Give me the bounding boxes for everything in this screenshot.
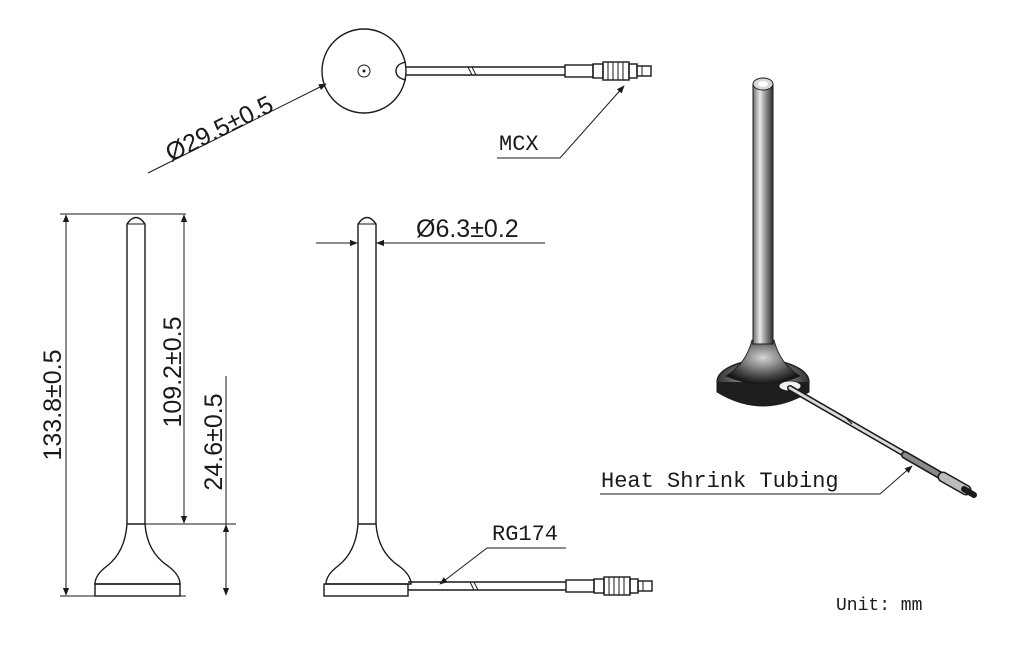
whip-perspective	[752, 83, 774, 345]
base-diameter-label: Ø29.5±0.5	[161, 90, 278, 167]
mcx-connector-side	[565, 576, 653, 596]
top-view: Ø29.5±0.5 MCX	[147, 28, 652, 174]
overall-height-label: 133.8±0.5	[39, 349, 67, 460]
heat-shrink-leader	[600, 465, 913, 495]
base-foot-side-2	[323, 583, 409, 597]
base-foot-side	[94, 583, 181, 597]
base-height-label: 24.6±0.5	[200, 393, 228, 490]
cable-exit-notch	[395, 61, 407, 81]
base-body-side-2	[325, 523, 412, 585]
mcx-connector-top	[564, 61, 652, 81]
base-outline-top	[321, 28, 407, 114]
mcx-label: MCX	[499, 132, 539, 157]
base-body-side	[94, 523, 181, 585]
heat-shrink-label: Heat Shrink Tubing	[601, 469, 839, 494]
rg174-label: RG174	[492, 522, 558, 547]
base-diameter-leader	[147, 83, 327, 174]
mcx-leader	[497, 85, 625, 159]
whip-center-circle	[357, 64, 371, 78]
whip-height-label: 109.2±0.5	[159, 316, 187, 427]
unit-label: Unit: mm	[836, 596, 922, 616]
side-view-heights: 133.8±0.5 109.2±0.5 24.6±0.5	[39, 213, 236, 597]
whip-diameter-label: Ø6.3±0.2	[416, 215, 519, 243]
perspective-view: Heat Shrink Tubing	[600, 77, 977, 498]
side-view-cable: Ø6.3±0.2 RG174	[316, 215, 653, 597]
cable-perspective	[788, 386, 922, 465]
rg174-leader	[439, 547, 566, 585]
